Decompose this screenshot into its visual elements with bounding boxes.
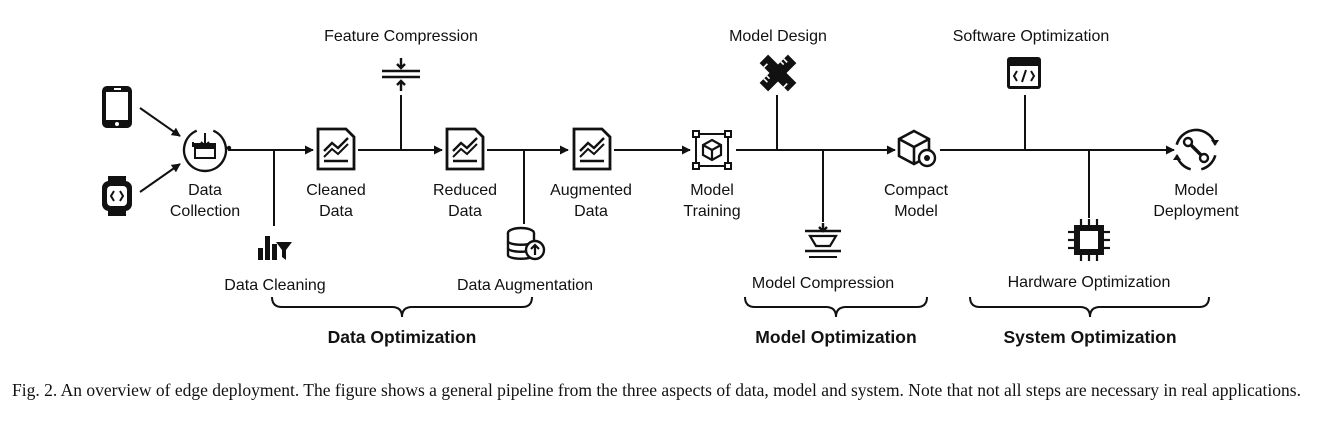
group-system-optimization: System Optimization xyxy=(1003,327,1176,347)
model-design-icon xyxy=(759,54,797,92)
node-model-training-line1: Model xyxy=(690,182,734,199)
op-model-design: Model Design xyxy=(729,28,827,45)
node-model-deployment-line1: Model xyxy=(1174,182,1218,199)
feature-compression-icon xyxy=(382,58,420,91)
model-training-icon xyxy=(692,130,732,170)
data-cleaning-icon xyxy=(258,236,292,260)
op-feature-compression: Feature Compression xyxy=(324,28,478,45)
group-model-optimization: Model Optimization xyxy=(755,327,916,347)
node-augmented-data-line1: Augmented xyxy=(550,182,632,199)
compact-model-icon xyxy=(897,129,937,168)
op-hardware-optimization: Hardware Optimization xyxy=(1008,274,1171,291)
node-data-collection-line1: Data xyxy=(188,182,222,199)
group-data-optimization: Data Optimization xyxy=(328,327,477,347)
model-compression-icon xyxy=(805,223,841,258)
node-augmented-data-line2: Data xyxy=(574,203,608,220)
cleaned-data-icon xyxy=(316,127,356,171)
node-compact-model-line2: Model xyxy=(894,203,938,220)
op-data-cleaning: Data Cleaning xyxy=(224,277,325,294)
op-data-augmentation: Data Augmentation xyxy=(457,277,593,294)
figure-caption: Fig. 2. An overview of edge deployment. … xyxy=(12,380,1301,400)
pipeline-arrows xyxy=(139,95,1175,226)
hardware-chip-icon xyxy=(1068,219,1110,261)
data-collection-icon xyxy=(182,129,232,173)
reduced-data-icon xyxy=(445,127,485,171)
group-braces xyxy=(271,296,1210,318)
node-compact-model-line1: Compact xyxy=(884,182,949,199)
op-software-optimization: Software Optimization xyxy=(953,28,1110,45)
node-cleaned-data-line1: Cleaned xyxy=(306,182,366,199)
database-upload-icon xyxy=(506,226,546,261)
op-model-compression: Model Compression xyxy=(752,275,894,292)
node-cleaned-data-line2: Data xyxy=(319,203,353,220)
node-model-deployment-line2: Deployment xyxy=(1153,203,1239,220)
augmented-data-icon xyxy=(572,127,612,171)
software-code-icon xyxy=(1007,57,1041,89)
smartwatch-icon xyxy=(102,176,132,216)
node-reduced-data-line1: Reduced xyxy=(433,182,497,199)
edge-deployment-diagram: Data Collection Cleaned Data Reduced Dat… xyxy=(102,28,1239,347)
node-reduced-data-line2: Data xyxy=(448,203,482,220)
node-model-training-line2: Training xyxy=(683,203,740,220)
smartphone-icon xyxy=(102,86,132,128)
deployment-icon xyxy=(1173,128,1219,171)
node-data-collection-line2: Collection xyxy=(170,203,240,220)
